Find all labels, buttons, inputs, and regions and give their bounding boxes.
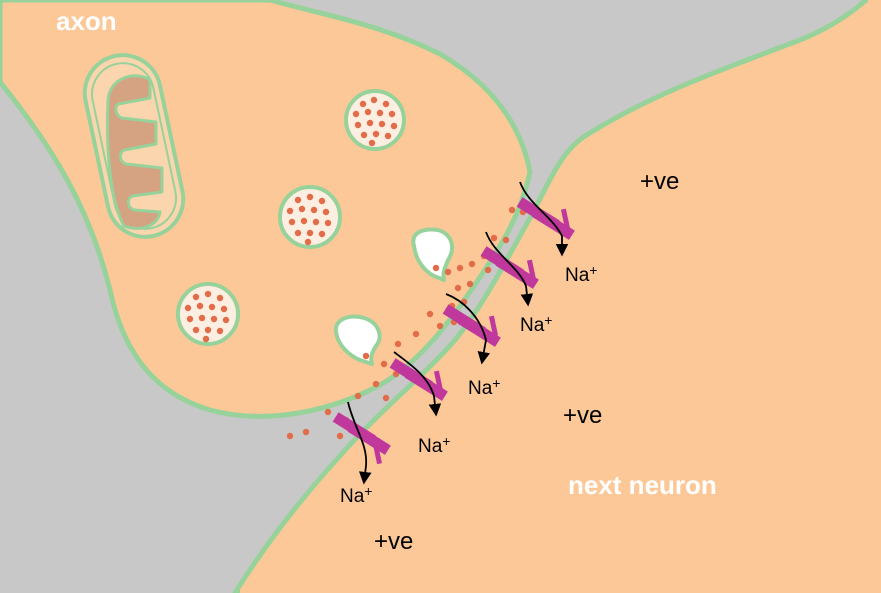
sodium-channel <box>332 401 391 485</box>
sodium-ion-label: Na+ <box>565 262 598 287</box>
sodium-channel <box>389 351 448 417</box>
sodium-charge: + <box>442 433 451 449</box>
sodium-ion-label: Na+ <box>468 375 501 400</box>
next-neuron-body <box>232 0 881 593</box>
sodium-symbol: Na <box>520 315 545 336</box>
positive-charge-label: +ve <box>374 528 414 555</box>
positive-charge-label: +ve <box>563 402 603 429</box>
sodium-charge: + <box>364 483 373 499</box>
fusing-vesicle <box>411 227 455 282</box>
vesicle <box>278 185 342 249</box>
sodium-symbol: Na <box>565 265 590 286</box>
sodium-ion-label: Na+ <box>520 312 553 337</box>
sodium-channel <box>516 181 575 257</box>
sodium-charge: + <box>544 312 553 328</box>
positive-charge-label: +ve <box>640 168 680 195</box>
sodium-channel <box>480 231 539 307</box>
mitochondrion <box>82 53 186 239</box>
sodium-charge: + <box>589 262 598 278</box>
sodium-symbol: Na <box>468 378 493 399</box>
sodium-symbol: Na <box>418 436 443 457</box>
next-neuron-label: next neuron <box>568 470 717 500</box>
fusing-vesicle <box>333 314 382 366</box>
sodium-symbol: Na <box>340 486 365 507</box>
sodium-ion-label: Na+ <box>418 433 451 458</box>
vesicle <box>344 89 406 151</box>
sodium-charge: + <box>492 375 501 391</box>
sodium-channel <box>442 293 501 365</box>
axon-label: axon <box>56 6 117 36</box>
vesicle <box>176 282 240 346</box>
sodium-ion-label: Na+ <box>340 483 373 508</box>
